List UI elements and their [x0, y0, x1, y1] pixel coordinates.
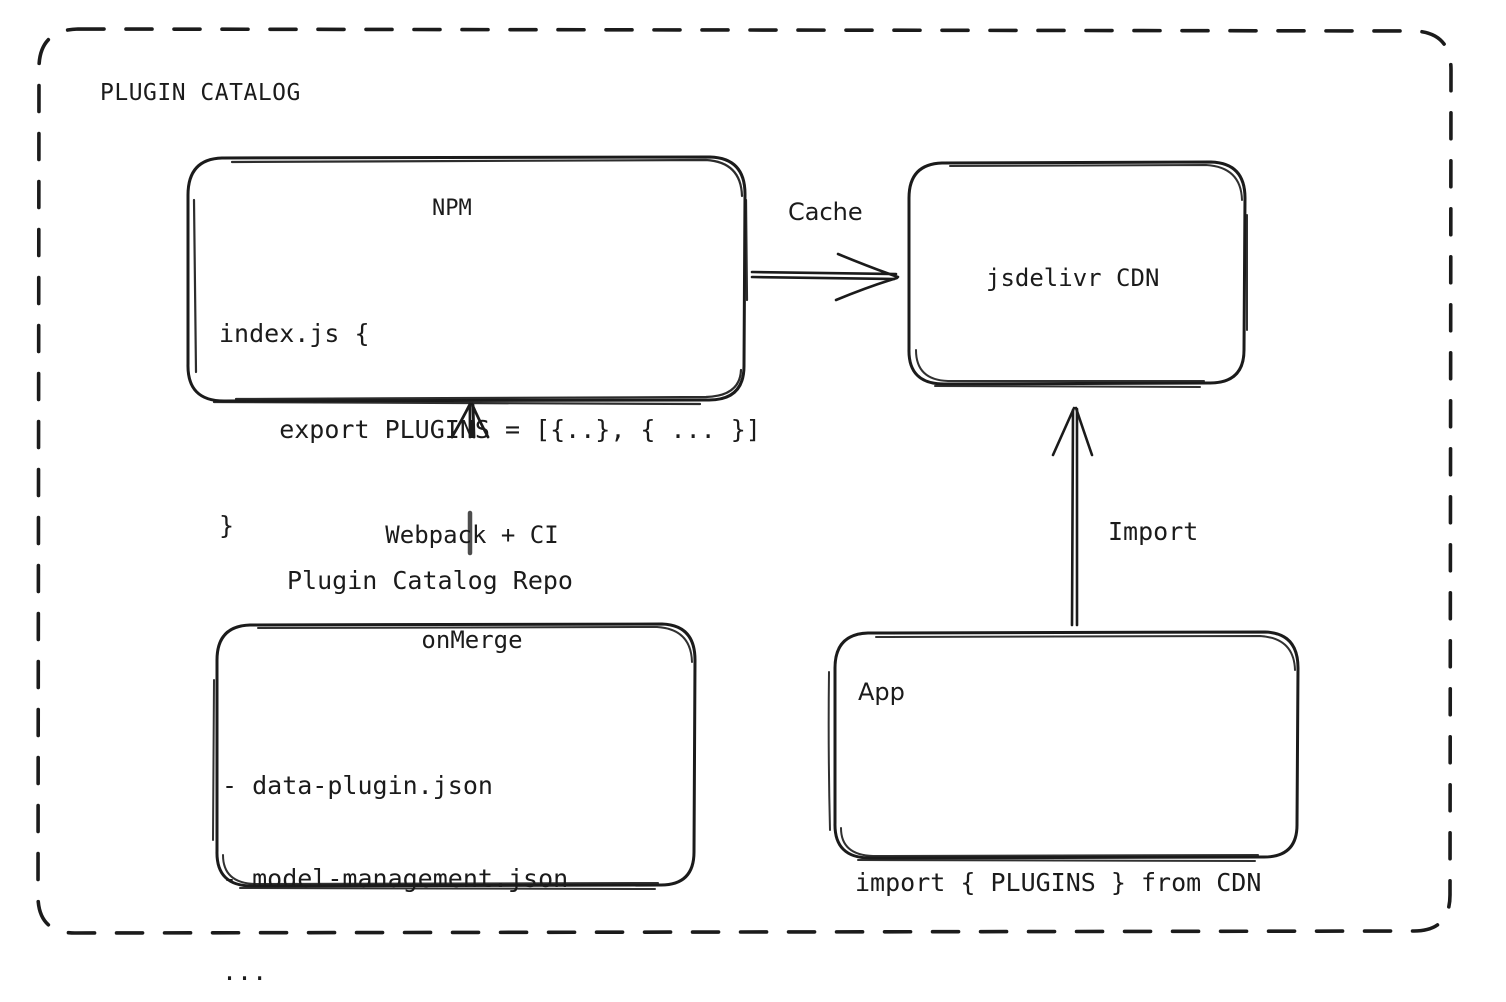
app-box-outline-sketch: [827, 634, 1296, 862]
cdn-box-outline-sketch: [915, 163, 1248, 388]
app-code-line-1: import { PLUGINS } from CDN: [855, 868, 1262, 897]
arrow-npm-to-cdn: [750, 252, 900, 302]
repo-file-line-2: - model-management.json: [222, 864, 569, 893]
edge-label-import: Import: [1108, 517, 1199, 546]
edge-label-webpack-ci: Webpack + CI onMerge: [372, 448, 572, 728]
plugin-catalog-container-border: [36, 27, 1453, 935]
npm-code-line-1: index.js {: [219, 319, 370, 348]
npm-box-outline-sketch: [192, 158, 749, 406]
repo-box-outline: [215, 622, 697, 888]
edge-label-webpack-ci-line-2: onMerge: [421, 626, 523, 654]
cdn-node-title: jsdelivr CDN: [986, 264, 1160, 292]
npm-code-line-3: }: [219, 511, 235, 540]
app-node-code: import { PLUGINS } from CDN PLUGINS.forE…: [855, 738, 1261, 1002]
plugin-catalog-title: PLUGIN CATALOG: [100, 80, 301, 106]
npm-node-title: NPM: [432, 196, 472, 221]
repo-node-file-list: - data-plugin.json - model-management.js…: [222, 708, 568, 1002]
arrow-app-to-cdn: [1051, 406, 1094, 627]
repo-file-line-1: - data-plugin.json: [222, 771, 493, 800]
app-box-outline: [833, 630, 1300, 860]
app-node-title: App: [858, 678, 905, 706]
npm-box-outline: [186, 155, 747, 403]
npm-node-code: index.js { export PLUGINS = [{..}, { ...…: [219, 254, 761, 606]
cdn-box-outline: [907, 160, 1247, 386]
repo-file-line-3: ...: [222, 957, 268, 986]
repo-box-outline-sketch: [212, 625, 693, 890]
arrow-repo-to-npm: [450, 402, 490, 556]
edge-label-cache: Cache: [788, 198, 863, 226]
repo-node-caption: Plugin Catalog Repo: [287, 566, 573, 595]
edge-label-webpack-ci-line-1: Webpack + CI: [385, 521, 559, 549]
npm-code-line-2: export PLUGINS = [{..}, { ... }]: [219, 415, 761, 444]
